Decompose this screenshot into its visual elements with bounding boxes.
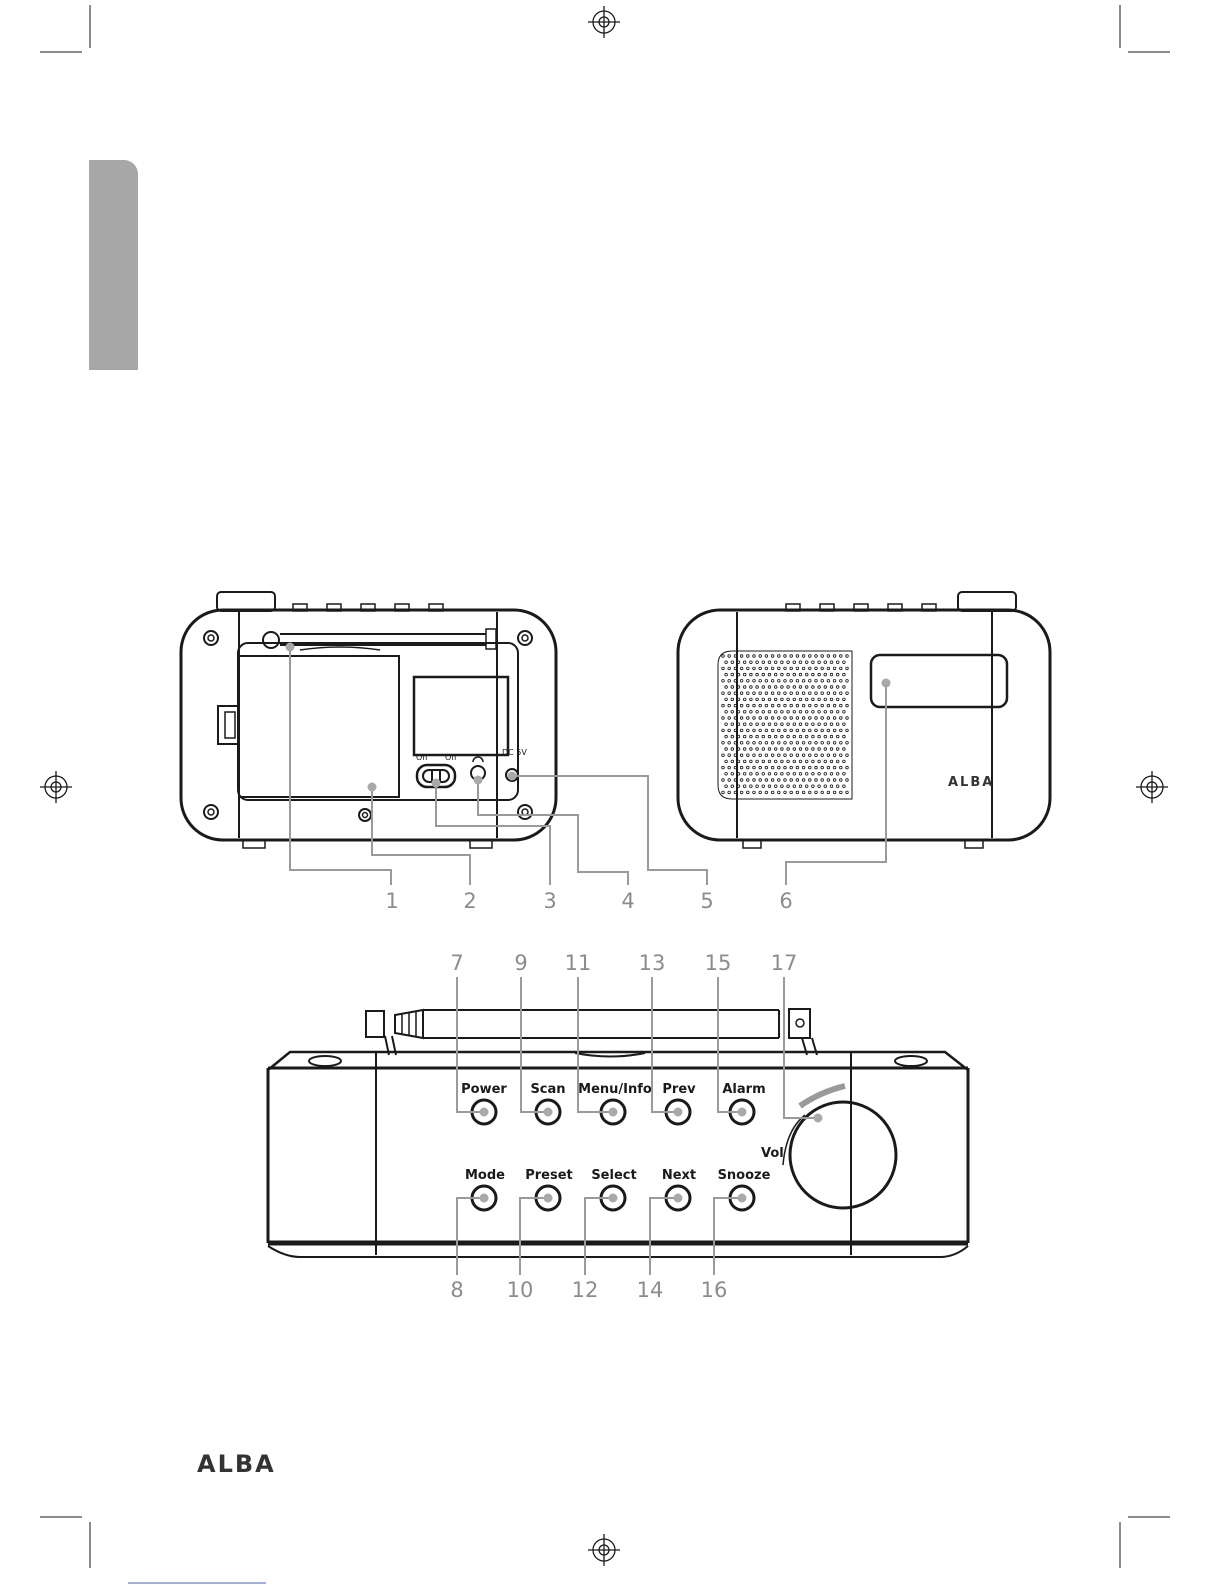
callout-2: 2 [463,889,476,913]
select-button-label: Select [591,1168,636,1183]
dc-input-label: DC 5V [502,748,527,757]
radio-top-view [268,1009,968,1257]
radio-front-view [678,592,1050,848]
callout-13: 13 [639,951,666,975]
switch-on-label: On [416,753,427,762]
scan-button-label: Scan [530,1082,565,1097]
menu-info-button-label: Menu/Info [578,1082,652,1097]
crop-marks [40,5,1170,1568]
registration-mark-left [40,771,72,803]
mode-button-label: Mode [465,1168,505,1183]
registration-mark-right [1136,771,1168,803]
callout-15: 15 [705,951,732,975]
callout-14: 14 [637,1278,664,1302]
leader-dots-views [286,643,891,792]
snooze-button-label: Snooze [718,1168,771,1183]
callout-16: 16 [701,1278,728,1302]
radio-rear-view [181,592,556,848]
registration-mark-bottom [588,1534,620,1566]
callout-9: 9 [514,951,527,975]
alarm-button-label: Alarm [722,1082,765,1097]
callout-8: 8 [450,1278,463,1302]
preset-button-label: Preset [525,1168,573,1183]
callout-6: 6 [779,889,792,913]
callout-17: 17 [771,951,798,975]
callout-10: 10 [507,1278,534,1302]
volume-label: Vol [761,1146,784,1161]
device-logo: ALBA [948,775,994,790]
next-button-label: Next [662,1168,696,1183]
registration-mark-top [588,6,620,38]
callout-4: 4 [621,889,634,913]
leader-lines-views [290,647,886,885]
switch-off-label: Off [445,753,457,762]
prev-button-label: Prev [662,1082,696,1097]
callout-5: 5 [700,889,713,913]
speaker-grille [718,651,852,799]
callout-1: 1 [385,889,398,913]
callout-3: 3 [543,889,556,913]
leader-lines-top [457,977,818,1275]
footer-logo: ALBA [197,1450,276,1478]
callout-11: 11 [565,951,592,975]
power-button-label: Power [461,1082,507,1097]
callout-7: 7 [450,951,463,975]
callout-12: 12 [572,1278,599,1302]
